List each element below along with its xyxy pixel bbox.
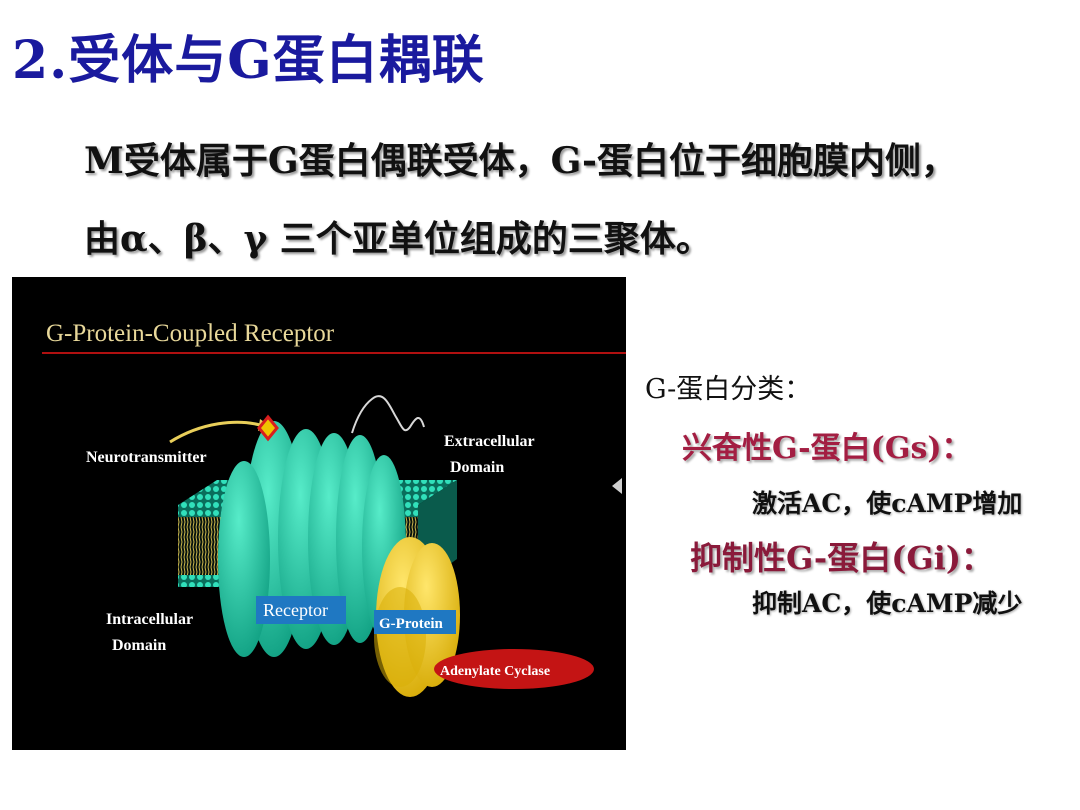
neurotransmitter-label: Neurotransmitter <box>86 449 207 466</box>
gs-heading: 兴奋性G-蛋白(Gs)： <box>682 431 972 466</box>
adenylate-cyclase-label: Adenylate Cyclase <box>440 664 550 679</box>
gs-description: 激活AC，使cAMP增加 <box>752 489 1023 518</box>
callout-pointer <box>612 478 622 494</box>
extracellular-label-2: Domain <box>450 459 504 476</box>
gpcr-diagram: G-Protein-Coupled Receptor <box>12 277 626 750</box>
g-protein-label-box <box>374 610 456 634</box>
classification-heading: G-蛋白分类： <box>645 374 812 405</box>
slide-title: 2.受体与G蛋白耦联 <box>12 30 485 91</box>
receptor-helices <box>218 421 406 657</box>
intro-line-2: 由α、β、γ 三个亚单位组成的三聚体。 <box>84 218 712 260</box>
receptor-label: Receptor <box>263 600 328 620</box>
figure-title: G-Protein-Coupled Receptor <box>46 320 335 347</box>
gi-heading: 抑制性G-蛋白(Gi)： <box>690 539 993 577</box>
intracellular-label-2: Domain <box>112 637 166 654</box>
g-protein-label: G-Protein <box>379 616 444 632</box>
receptor-label-box <box>256 596 346 624</box>
adenylate-cyclase-shape <box>434 649 594 689</box>
neurotransmitter-icon <box>257 414 279 442</box>
gi-description: 抑制AC，使cAMP减少 <box>752 589 1023 618</box>
intracellular-label-1: Intracellular <box>106 611 193 628</box>
neurotransmitter-arrow <box>169 420 261 444</box>
intro-line-1: M受体属于G蛋白偶联受体，G-蛋白位于细胞膜内侧， <box>84 140 957 182</box>
n-terminal-chain <box>351 395 425 434</box>
extracellular-label-1: Extracellular <box>444 433 535 450</box>
